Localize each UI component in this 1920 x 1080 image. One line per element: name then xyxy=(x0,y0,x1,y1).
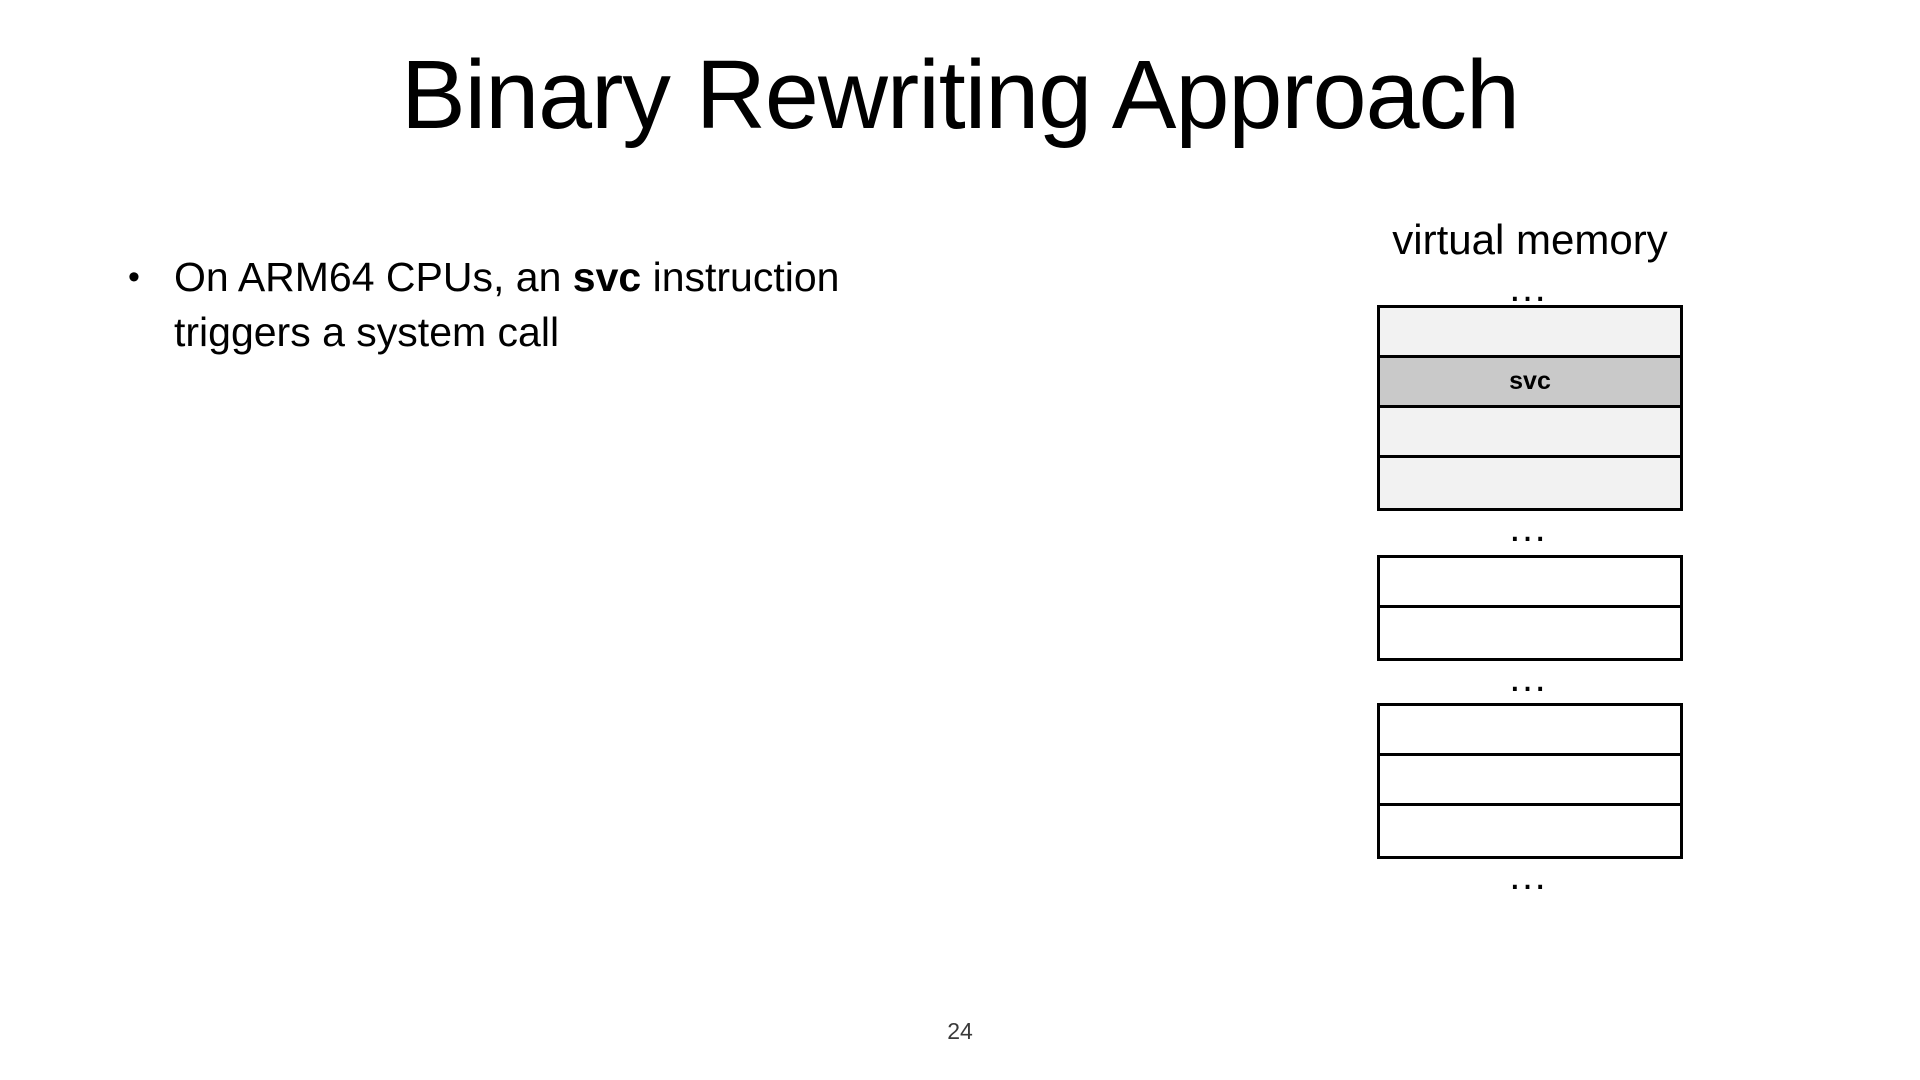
memory-row xyxy=(1380,457,1680,508)
virtual-memory-diagram: virtual memory … svc … … … xyxy=(1310,215,1750,898)
ellipsis-icon-top: … xyxy=(1507,265,1553,310)
bullet-text-segment-leading: On ARM64 CPUs, an xyxy=(174,254,573,300)
bullet-item-label: On ARM64 CPUs, an svc instruction trigge… xyxy=(174,250,968,359)
memory-block-group-2 xyxy=(1377,554,1683,661)
memory-row xyxy=(1380,607,1680,658)
memory-row xyxy=(1380,805,1680,856)
ellipsis-icon-bottom: … xyxy=(1507,853,1553,898)
memory-row-svc: svc xyxy=(1380,357,1680,408)
memory-row xyxy=(1380,557,1680,608)
diagram-caption-label: virtual memory xyxy=(1392,216,1668,263)
memory-row xyxy=(1380,705,1680,756)
memory-row xyxy=(1380,307,1680,358)
page-number: 24 xyxy=(947,1018,973,1044)
bullet-text-segment-trailing: instruction triggers a system call xyxy=(174,254,840,355)
ellipsis-icon-middle-lower: … xyxy=(1507,655,1553,700)
memory-row xyxy=(1380,755,1680,806)
list-item: • On ARM64 CPUs, an svc instruction trig… xyxy=(128,250,968,359)
page-title: Binary Rewriting Approach xyxy=(400,40,1520,149)
bullet-text-segment-bold: svc xyxy=(572,254,642,300)
memory-block-group-1: svc xyxy=(1377,304,1683,511)
memory-block-group-3 xyxy=(1377,702,1683,859)
bullet-list: • On ARM64 CPUs, an svc instruction trig… xyxy=(128,250,968,359)
bullet-marker-icon: • xyxy=(128,258,140,296)
ellipsis-icon-middle-upper: … xyxy=(1507,505,1553,550)
memory-row xyxy=(1380,407,1680,458)
